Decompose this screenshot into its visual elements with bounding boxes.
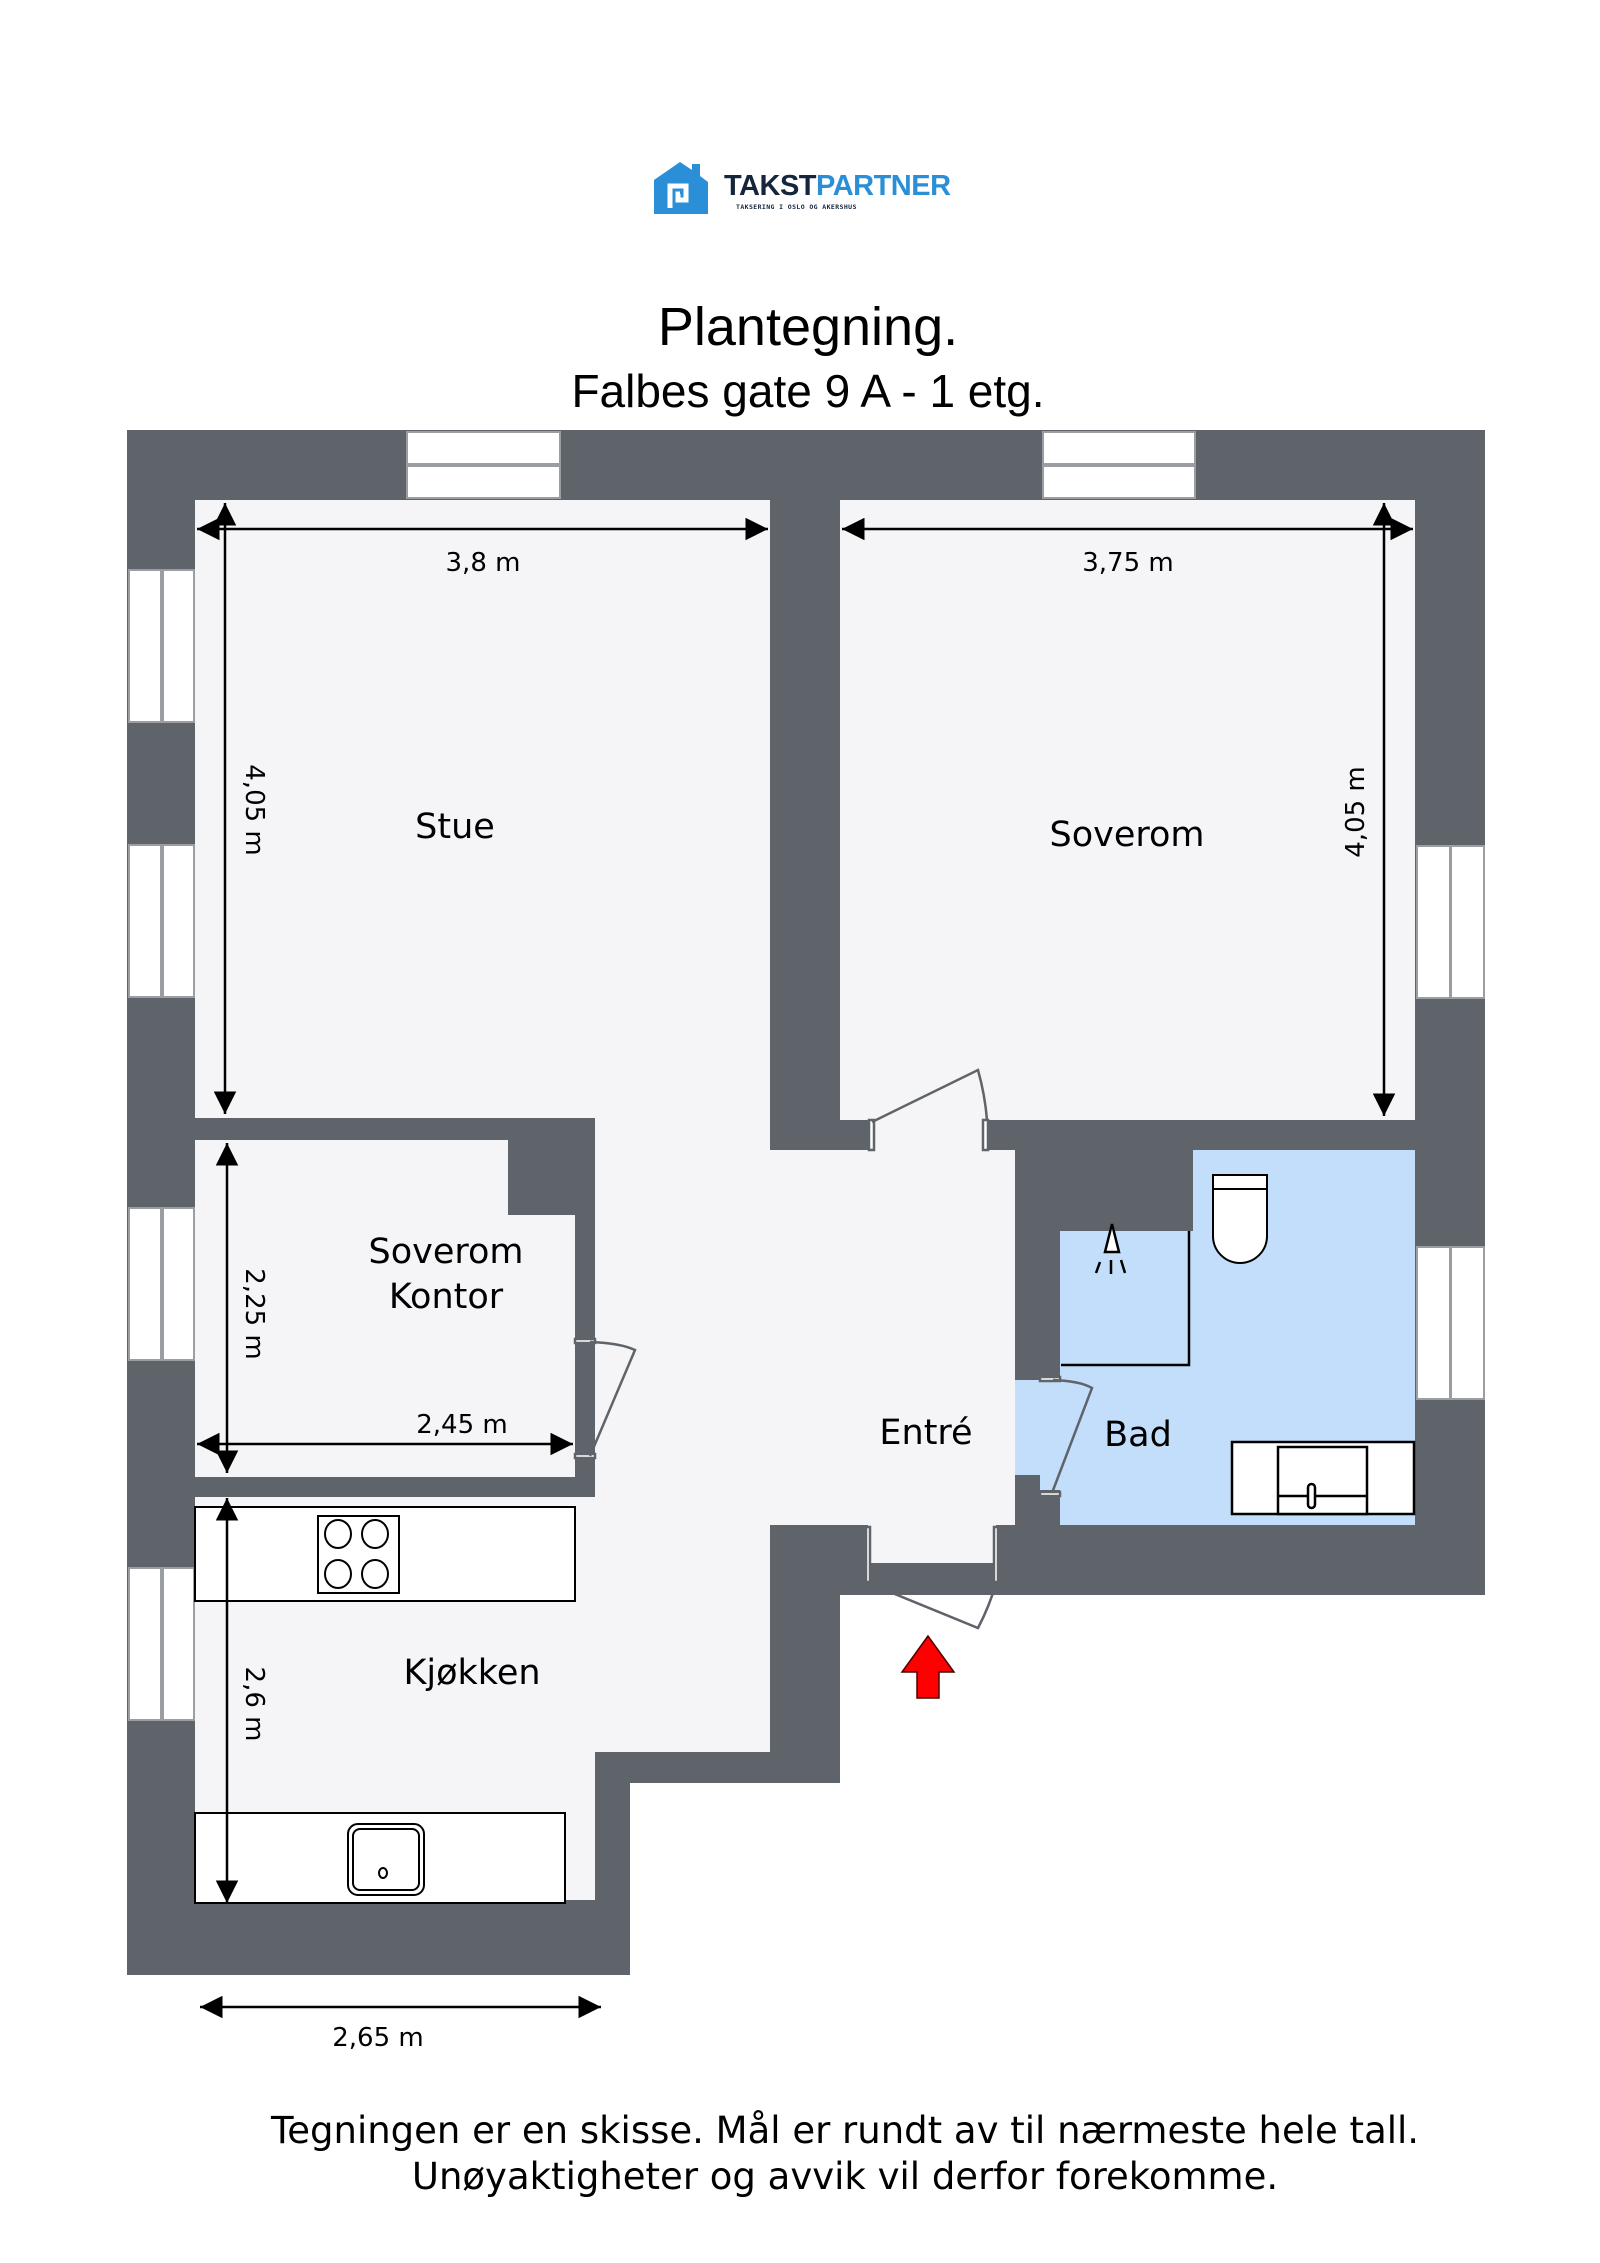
- room-label-bad: Bad: [1104, 1415, 1172, 1455]
- sink-icon: [347, 1823, 425, 1896]
- stove-icon: [317, 1515, 400, 1594]
- page-title: Plantegning.: [657, 297, 959, 357]
- dim-stue-height: 4,05 m: [239, 764, 269, 855]
- dim-kjokken-height: 2,6 m: [239, 1667, 269, 1742]
- bathroom-sink-icon: [1230, 1440, 1416, 1516]
- window: [128, 1567, 162, 1721]
- shower-icon: [1061, 1223, 1191, 1367]
- windows: [128, 431, 1485, 1721]
- logo-wordmark: TAKSTPARTNER: [724, 170, 951, 203]
- logo-tagline: TAKSERING I OSLO OG AKERSHUS: [736, 203, 857, 211]
- takstpartner-logo: TAKSTPARTNER TAKSERING I OSLO OG AKERSHU…: [650, 158, 970, 218]
- room-label-soverom-kontor-1: Soverom: [368, 1232, 523, 1272]
- window: [1416, 845, 1451, 999]
- floor-stue: [195, 500, 770, 1118]
- window: [128, 569, 162, 723]
- window: [128, 1207, 162, 1361]
- room-label-entre: Entré: [879, 1413, 972, 1453]
- dim-kontor-height: 2,25 m: [239, 1268, 269, 1359]
- disclaimer-line-2: Unøyaktigheter og avvik vil derfor forek…: [411, 2155, 1279, 2198]
- dim-stue-width: 3,8 m: [446, 548, 521, 578]
- logo-word-takst: TAKST: [724, 170, 817, 202]
- disclaimer-line-1: Tegningen er en skisse. Mål er rundt av …: [270, 2109, 1420, 2152]
- page-subtitle: Falbes gate 9 A - 1 etg.: [571, 365, 1045, 417]
- dim-soverom-height: 4,05 m: [1341, 766, 1371, 857]
- logo-word-partner: PARTNER: [816, 170, 951, 202]
- window: [1042, 431, 1196, 465]
- dim-soverom-width: 3,75 m: [1082, 548, 1173, 578]
- room-label-soverom-kontor-2: Kontor: [389, 1277, 504, 1317]
- room-label-soverom: Soverom: [1049, 815, 1204, 855]
- doors: [573, 1068, 1094, 1630]
- window: [128, 844, 162, 998]
- house-icon: [654, 162, 708, 214]
- entrance-arrow-icon: [900, 1634, 956, 1699]
- room-label-stue: Stue: [415, 807, 495, 847]
- toilet-icon: [1212, 1174, 1268, 1264]
- dim-kjokken-width: 2,65 m: [332, 2023, 423, 2053]
- window: [1416, 1246, 1451, 1400]
- dimension-lines: [197, 503, 1413, 2019]
- floor-kontor: [195, 1140, 575, 1477]
- room-label-kjokken: Kjøkken: [403, 1653, 540, 1693]
- dim-kontor-width: 2,45 m: [416, 1410, 507, 1440]
- window: [406, 431, 561, 465]
- floor-soverom: [840, 500, 1415, 1120]
